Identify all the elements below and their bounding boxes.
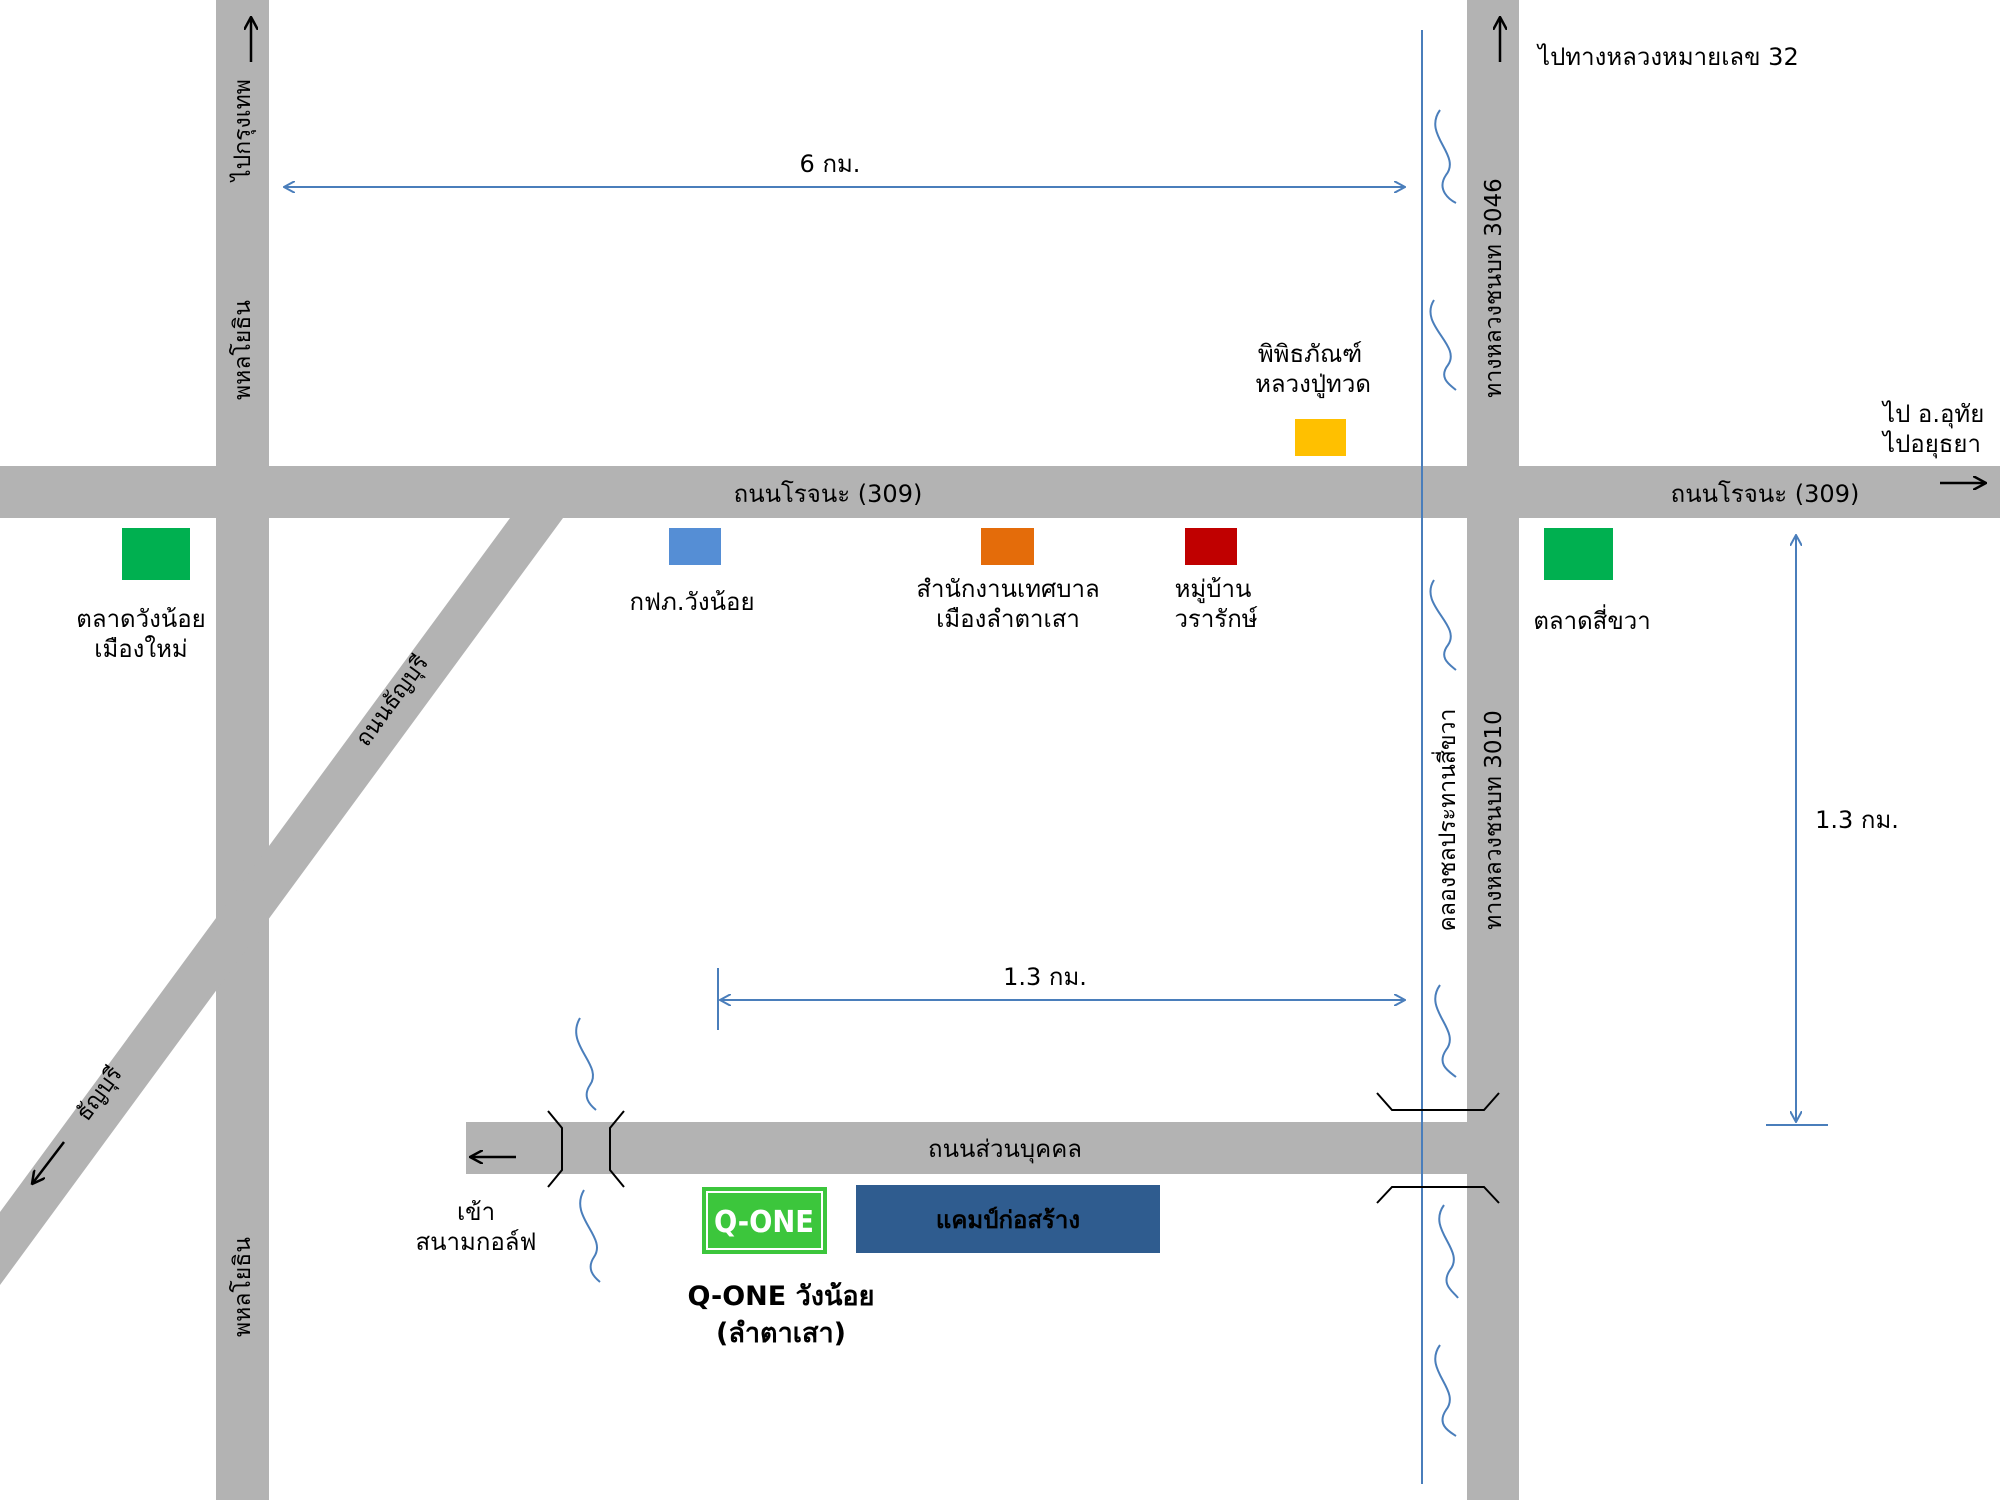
highway-road [1467,0,1519,1500]
golf-label-2: สนามกอล์ฟ [416,1228,537,1256]
qone-name-label-1: Q-ONE วังน้อย [688,1281,875,1312]
rojana-label-right: ถนนโรจนะ (309) [1671,480,1860,508]
bridge-top [1376,1092,1500,1111]
to-highway32-label: ไปทางหลวงหมายเลข 32 [1536,43,1799,71]
road-labels: ถนนโรจนะ (309) ถนนโรจนะ (309) พหลโยธิน ไ… [71,79,1859,1337]
golf-bridge-left [547,1110,563,1188]
landmarks: พิพิธภัณฑ์ หลวงปู่ทวด ตลาดวังน้อย เมืองใ… [76,340,1650,663]
distance-label-bottom: 1.3 กม. [1003,963,1087,991]
canal-wave-2 [1429,299,1457,391]
museum-label-1: พิพิธภัณฑ์ [1258,340,1362,368]
bridge-bottom [1376,1186,1500,1204]
direction-arrows [32,17,1986,1184]
municipal-marker [981,528,1034,565]
canal-wave-5 [1438,1204,1459,1299]
highway-3010-label: ทางหลวงชนบท 3010 [1481,710,1507,930]
private-road-label: ถนนส่วนบุคคล [928,1135,1082,1164]
village-label-1: หมู่บ้าน [1175,575,1252,604]
rojana-label-left: ถนนโรจนะ (309) [734,480,923,508]
market-wangnoi-label-1: ตลาดวังน้อย [76,605,205,633]
canal [575,30,1459,1484]
golf-bridge-right [609,1110,625,1188]
destination: Q-ONE แคมป์ก่อสร้าง Q-ONE วังน้อย (ลำตาเ… [688,1185,1160,1349]
village-label-2: วรารักษ์ [1174,605,1258,633]
pea-label: กฟภ.วังน้อย [629,588,754,616]
market-wangnoi-label-2: เมืองใหม่ [94,635,188,663]
golf-label-1: เข้า [457,1198,495,1226]
distance-label-vertical: 1.3 กม. [1815,806,1899,834]
thanyaburi-road [0,518,563,1285]
pea-marker [669,528,721,565]
rojana-road [0,466,2000,518]
camp-box [856,1185,1160,1253]
museum-marker [1295,419,1346,456]
bridges [547,1092,1500,1204]
qone-logo-border [706,1191,823,1250]
canal-wave-6 [1434,1344,1457,1437]
qone-logo [702,1187,827,1254]
museum-label-2: หลวงปู่ทวด [1255,370,1371,399]
village-marker [1185,528,1237,565]
distance-arrows: 6 กม. 1.3 กม. 1.3 กม. [284,150,1899,1126]
golf-wave-1 [575,1017,597,1111]
to-uthai-label-1: ไป อ.อุทัย [1881,400,1984,429]
market-sikhwa-label: ตลาดสี่ขวา [1533,604,1650,635]
camp-label: แคมป์ก่อสร้าง [936,1206,1080,1234]
market-wangnoi-marker [122,528,190,580]
to-uthai-label-2: ไปอยุธยา [1881,430,1981,459]
direction-texts: ไปทางหลวงหมายเลข 32 ไป อ.อุทัย ไปอยุธยา … [416,43,1985,1256]
canal-wave-1 [1434,109,1457,204]
municipal-label-2: เมืองลำตาเสา [936,605,1080,633]
canal-label: คลองชลประทานสี่ขวา [1431,709,1461,932]
private-road [466,1122,1467,1174]
phahon-road [216,0,269,1500]
canal-wave-4 [1434,984,1457,1078]
highway-3046-label: ทางหลวงชนบท 3046 [1481,178,1507,398]
to-bangkok-label: ไปกรุงเทพ [229,79,256,183]
qone-logo-text: Q-ONE [714,1205,814,1240]
phahon-label-bottom: พหลโยธิน [229,1237,256,1337]
phahon-label-top: พหลโยธิน [229,300,256,400]
market-sikhwa-marker [1544,528,1613,580]
canal-wave-3 [1429,579,1457,671]
municipal-label-1: สำนักงานเทศบาล [916,575,1099,603]
golf-wave-2 [579,1189,601,1283]
distance-label-top: 6 กม. [800,150,861,178]
qone-name-label-2: (ลำตาเสา) [716,1318,846,1349]
arrow-down-left-thanyaburi-icon [32,1141,65,1184]
